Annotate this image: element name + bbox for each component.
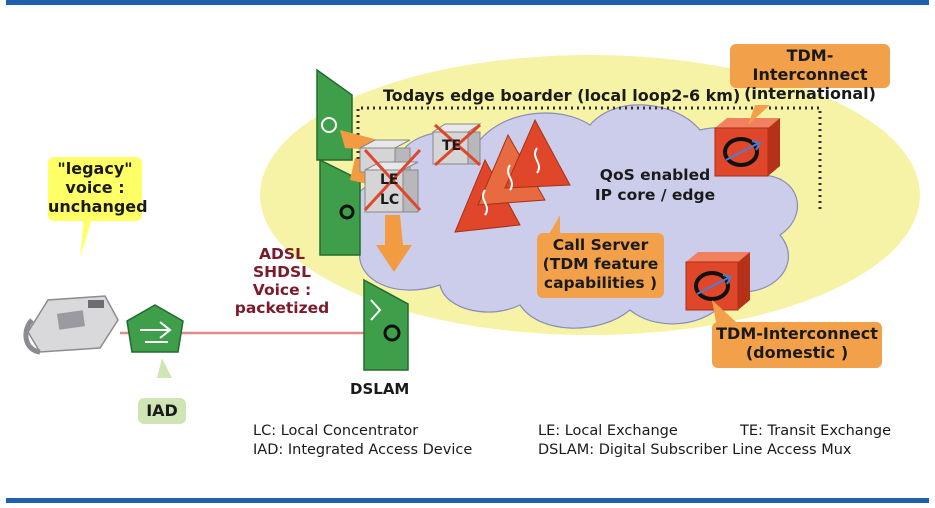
legacy-voice-line3: unchanged: [48, 197, 148, 216]
lc-label: LC: [380, 192, 400, 208]
iad-callout: IAD: [138, 398, 186, 424]
tdm-international-cube-icon: [714, 118, 780, 177]
tdm-domestic-callout: TDM-Interconnect (domestic ): [712, 322, 882, 368]
removed-cross-le-lc: [363, 148, 422, 212]
legend-lc: LC: Local Concentrator: [253, 423, 419, 439]
qos-line1: QoS enabled: [599, 166, 711, 184]
call-server-line2: (TDM feature: [542, 255, 659, 273]
qos-label: QoS enabled IP core / edge: [580, 165, 730, 205]
frame-bottom-border: [6, 498, 929, 503]
legacy-voice-line1: "legacy": [57, 159, 133, 178]
callout-pointers: [80, 105, 770, 378]
qos-line2: IP core / edge: [594, 186, 716, 204]
call-server-line1: Call Server: [552, 236, 649, 254]
legend-iad: IAD: Integrated Access Device: [253, 442, 473, 458]
tdm-international-line2: (international): [744, 84, 876, 103]
tdm-domestic-cube-icon: [685, 252, 750, 311]
access-device-middle-icon: [319, 158, 361, 256]
legend-te: TE: Transit Exchange: [740, 423, 892, 439]
iad-label: IAD: [146, 401, 178, 420]
dslam-label: DSLAM: [350, 380, 410, 398]
call-server-callout: Call Server (TDM feature capabilities ): [537, 233, 664, 298]
adsl-line4: packetized: [234, 299, 330, 317]
frame-top-border: [6, 0, 929, 5]
router-pyramid-icons: [454, 118, 571, 233]
legend-dslam: DSLAM: Digital Subscriber Line Access Mu…: [538, 442, 852, 458]
phone-icon: [23, 295, 119, 355]
edge-border-dotted-line: [356, 106, 822, 225]
te-label: TE: [442, 138, 462, 154]
legacy-voice-callout: "legacy" voice : unchanged: [48, 157, 148, 221]
legacy-voice-line2: voice :: [65, 178, 125, 197]
iad-device-icon: [126, 304, 184, 353]
call-server-line3: capabilities ): [543, 274, 658, 292]
legend-le: LE: Local Exchange: [538, 423, 678, 439]
tdm-international-line1: TDM-Interconnect: [752, 46, 868, 84]
tdm-domestic-line2: (domestic ): [745, 343, 849, 362]
adsl-line2: SHDSL: [252, 263, 312, 281]
le-label: LE: [380, 172, 399, 188]
tdm-international-callout: TDM-Interconnect (international): [730, 44, 890, 103]
removed-cross-te: [434, 123, 481, 167]
edge-border-label: Todays edge boarder (local loop2-6 km): [383, 86, 741, 105]
adsl-line3: Voice :: [252, 281, 312, 299]
adsl-line1: ADSL: [259, 245, 305, 263]
tdm-domestic-line1: TDM-Interconnect: [716, 324, 878, 343]
dslam-device-icon: [363, 278, 409, 371]
adsl-text-block: ADSL SHDSL Voice : packetized: [232, 245, 332, 317]
